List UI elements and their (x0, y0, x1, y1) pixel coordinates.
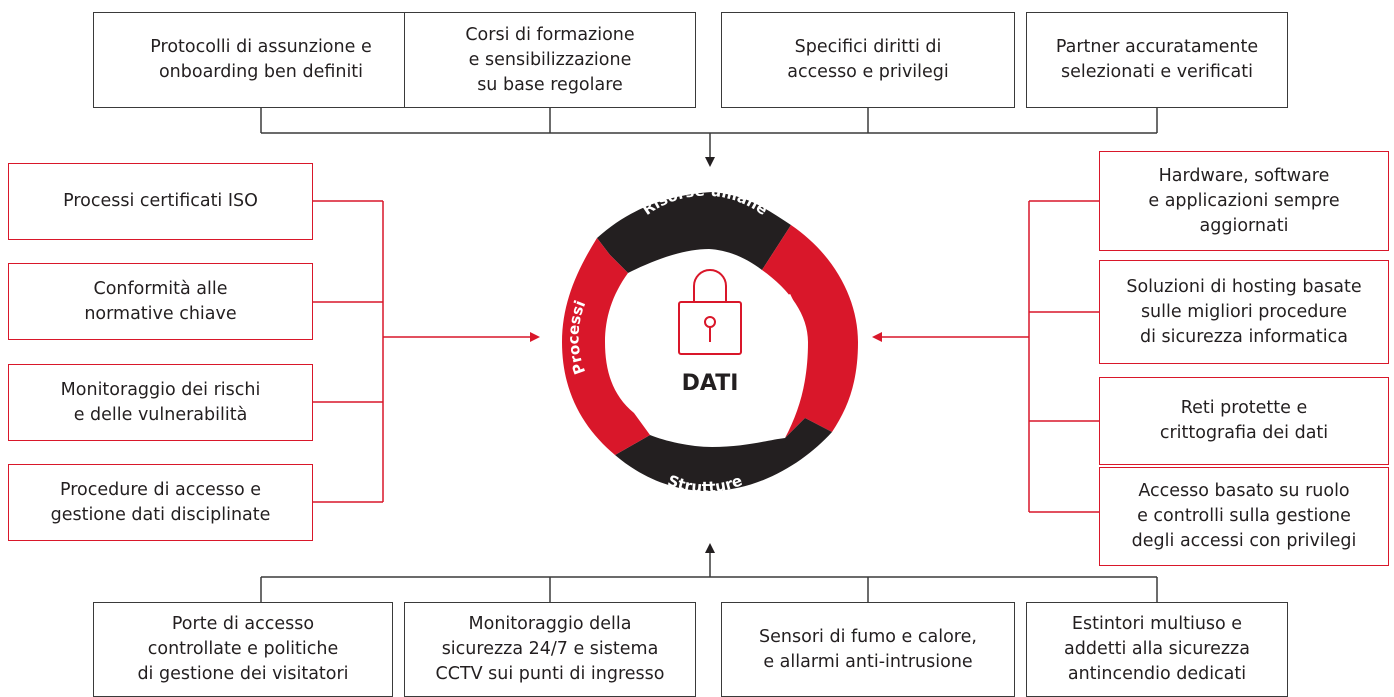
bottom-box-porte-accesso: Porte di accesso controllate e politiche… (93, 602, 393, 697)
center-label: DATI (682, 371, 739, 396)
bottom-box-cctv: Monitoraggio della sicurezza 24/7 e sist… (404, 602, 696, 697)
left-box-procedure-accesso: Procedure di accesso e gestione dati dis… (8, 464, 313, 541)
right-box-hosting: Soluzioni di hosting basate sulle miglio… (1099, 260, 1389, 364)
top-bracket (260, 108, 1158, 167)
right-box-accesso-ruolo: Accesso basato su ruolo e controlli sull… (1099, 467, 1389, 566)
segment-processi (562, 238, 650, 455)
top-box-formazione: Corsi di formazione e sensibilizzazione … (404, 12, 696, 108)
top-box-diritti-accesso: Specifici diritti di accesso e privilegi (721, 12, 1015, 108)
segment-risorse-umane (597, 192, 791, 273)
segment-tecnologie (762, 225, 858, 438)
bottom-bracket (260, 543, 1158, 602)
right-bracket (872, 200, 1099, 513)
bottom-box-estintori: Estintori multiuso e addetti alla sicure… (1026, 602, 1288, 697)
left-box-monitoraggio-rischi: Monitoraggio dei rischi e delle vulnerab… (8, 364, 313, 441)
top-box-onboarding: Protocolli di assunzione e onboarding be… (93, 12, 429, 108)
right-box-hardware: Hardware, software e applicazioni sempre… (1099, 151, 1389, 251)
left-box-iso: Processi certificati ISO (8, 163, 313, 240)
left-box-conformita: Conformità alle normative chiave (8, 263, 313, 340)
left-bracket (313, 200, 540, 503)
bottom-box-sensori: Sensori di fumo e calore, e allarmi anti… (721, 602, 1015, 697)
segment-strutture (615, 418, 832, 492)
padlock-icon (678, 269, 742, 355)
right-box-reti: Reti protette e crittografia dei dati (1099, 377, 1389, 465)
top-box-partner: Partner accuratamente selezionati e veri… (1026, 12, 1288, 108)
